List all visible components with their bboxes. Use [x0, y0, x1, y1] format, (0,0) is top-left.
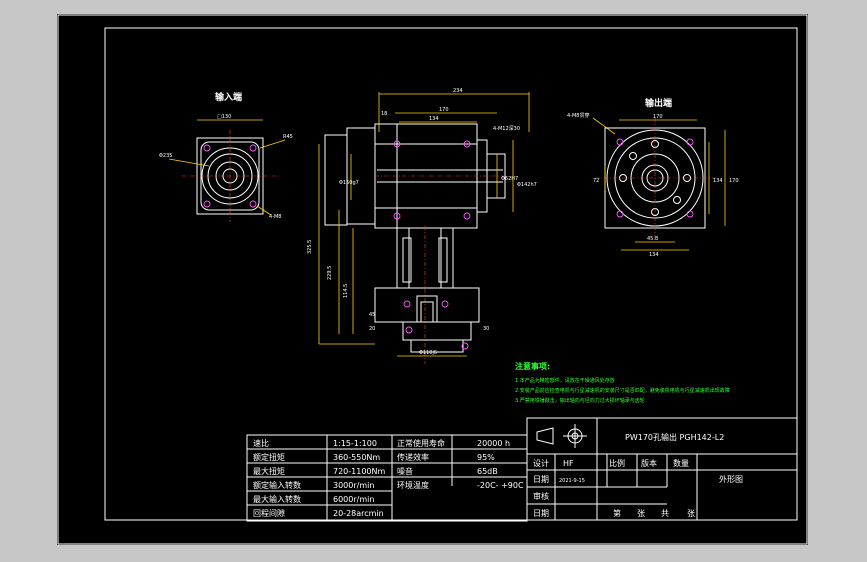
- tb-label-3: 日期: [533, 509, 549, 518]
- tb-value-1: 2021-9-15: [559, 478, 585, 484]
- inner-border: [104, 27, 798, 521]
- front-dim-170: 170: [439, 107, 449, 113]
- notes-title: 注意事项:: [515, 361, 550, 371]
- front-view: 234 170 134 18 4-M12深30: [307, 88, 537, 364]
- sheet-2: 共: [661, 509, 669, 518]
- spec-cell-r1-c1: 360-550Nm: [333, 453, 380, 462]
- front-dim-234: 234: [453, 88, 463, 94]
- front-dim-s1: 45: [369, 312, 375, 318]
- header-version: 版本: [641, 458, 657, 468]
- front-dim-s4: 30: [483, 326, 489, 332]
- sheet-1: 张: [637, 509, 645, 518]
- output-dim-top: 170: [653, 114, 663, 120]
- spec-cell-r5-c0: 回程间隙: [253, 508, 285, 518]
- output-end-view: 输出端 170 4-M8贯穿: [567, 97, 739, 258]
- output-dim-left: 72: [593, 178, 599, 184]
- note-2: 2.安装产品前应检查电机与行星减速机的安装尺寸是否匹配，避免装机电机与行星减速机…: [515, 387, 730, 394]
- output-dim-callout: 4-M8贯穿: [567, 112, 589, 119]
- input-view-label: 输入端: [215, 91, 242, 103]
- front-dim-vert3: 114.5: [343, 284, 349, 298]
- spec-cell-r0-c0: 速比: [253, 438, 269, 448]
- spec-cells: 速比 1:15-1:100 正常使用寿命 20000 h 额定扭矩 360-550Nm 传递…: [253, 438, 524, 518]
- title-block: PW170孔输出 PGH142-L2 比例 版本 数量 设计 HF 日期 202…: [526, 417, 798, 521]
- note-1: 1.本产品为精密部件，请放在干燥通风处存放: [515, 377, 615, 384]
- front-dim-18: 18: [381, 111, 387, 117]
- note-3: 3.严禁用铁锤敲击，输出轴向与径向力过大损坏轴承与齿轮: [515, 397, 645, 404]
- spec-cell-r2-c2: 噪音: [397, 466, 413, 476]
- input-dim-bottom: 4-M8: [269, 214, 281, 220]
- front-dim-dia1: Φ142h7: [517, 182, 537, 188]
- spec-cell-r3-c0: 额定输入转数: [253, 480, 301, 490]
- front-dim-vert2: 229.5: [327, 266, 333, 280]
- tb-label-1: 日期: [533, 475, 549, 484]
- tb-label-2: 审核: [533, 491, 549, 501]
- cad-drawing: 输入端 □130 Φ235 R45 4-M8: [57, 14, 808, 545]
- spec-cell-r2-c1: 720-1100Nm: [333, 467, 386, 476]
- drawing-canvas[interactable]: 输入端 □130 Φ235 R45 4-M8: [57, 14, 808, 545]
- front-dim-vert1: 325.5: [307, 240, 313, 254]
- front-dim-dia2: Φ62H7: [501, 176, 518, 182]
- spec-cell-r3-c1: 3000r/min: [333, 481, 374, 490]
- outer-border: [57, 14, 808, 545]
- drawing-name: 外形图: [719, 474, 743, 484]
- front-dim-s3: Φ110j6: [419, 350, 437, 356]
- spec-cell-r4-c0: 最大输入转数: [253, 494, 301, 504]
- input-end-view: 输入端 □130 Φ235 R45 4-M8: [159, 91, 293, 222]
- tb-label-0: 设计: [533, 458, 549, 468]
- spec-cell-r4-c1: 6000r/min: [333, 495, 374, 504]
- header-quantity: 数量: [673, 458, 689, 468]
- input-dim-right: R45: [283, 134, 293, 140]
- front-dim-134: 134: [429, 116, 439, 122]
- input-dim-left: Φ235: [159, 153, 172, 159]
- front-dim-side: Φ150g7: [339, 180, 359, 186]
- spec-cell-r3-c3: -20C- +90C: [477, 481, 524, 490]
- output-dim-bottom2: 134: [649, 252, 659, 258]
- output-dim-right1: 134: [713, 178, 723, 184]
- model-name: PW170孔输出 PGH142-L2: [625, 432, 724, 442]
- sheet-3: 张: [687, 509, 695, 518]
- spec-cell-r0-c2: 正常使用寿命: [397, 438, 445, 448]
- tb-value-0: HF: [563, 459, 574, 468]
- spec-table: [246, 434, 528, 522]
- spec-cell-r2-c0: 最大扭矩: [253, 466, 285, 476]
- output-view-label: 输出端: [645, 97, 672, 109]
- spec-cell-r3-c2: 环境温度: [397, 480, 429, 490]
- notes-block: 注意事项: 1.本产品为精密部件，请放在干燥通风处存放 2.安装产品前应检查电机…: [515, 361, 730, 404]
- spec-cell-r1-c0: 额定扭矩: [253, 452, 285, 462]
- sheet-0: 第: [613, 508, 621, 518]
- header-scale: 比例: [609, 458, 625, 468]
- spec-cell-r2-c3: 65dB: [477, 467, 498, 476]
- front-dim-s2: 20: [369, 326, 375, 332]
- spec-cell-r1-c2: 传递效率: [397, 452, 429, 462]
- output-dim-bottom1: 45.8: [647, 236, 658, 242]
- projection-cone-icon: [536, 427, 554, 445]
- output-dim-right2: 170: [729, 178, 739, 184]
- front-dim-thread: 4-M12深30: [493, 125, 520, 132]
- spec-cell-r5-c1: 20-28arcmin: [333, 509, 384, 518]
- input-dim-top: □130: [217, 114, 231, 120]
- spec-cell-r0-c3: 20000 h: [477, 439, 510, 448]
- spec-cell-r1-c3: 95%: [477, 453, 495, 462]
- spec-cell-r0-c1: 1:15-1:100: [333, 439, 377, 448]
